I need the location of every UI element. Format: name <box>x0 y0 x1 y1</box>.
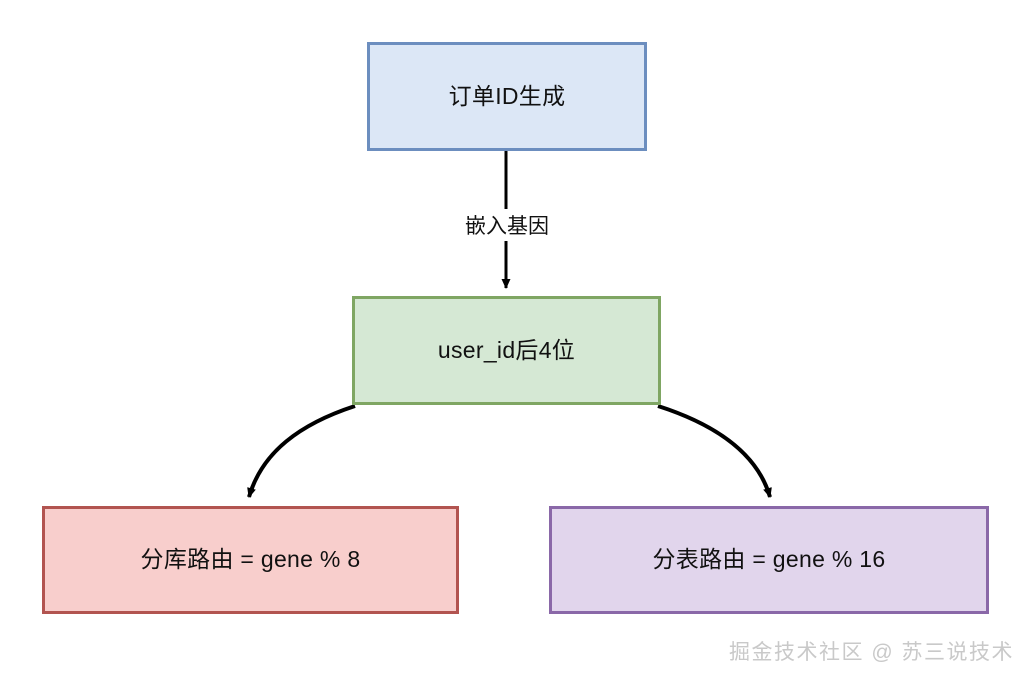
edge-gene-to-table-route <box>657 404 772 498</box>
node-db-route-label: 分库路由 = gene % 8 <box>140 546 361 573</box>
node-table-route[interactable]: 分表路由 = gene % 16 <box>549 506 989 614</box>
edge-label-embed-gene-text: 嵌入基因 <box>465 215 549 238</box>
watermark: 掘金技术社区 @ 苏三说技术 <box>729 641 1014 664</box>
node-gene[interactable]: user_id后4位 <box>352 296 661 405</box>
node-order-id-label: 订单ID生成 <box>448 82 566 109</box>
node-gene-label: user_id后4位 <box>437 336 576 363</box>
node-db-route[interactable]: 分库路由 = gene % 8 <box>42 506 459 614</box>
edge-label-embed-gene: 嵌入基因 <box>452 209 562 241</box>
node-table-route-label: 分表路由 = gene % 16 <box>652 546 886 573</box>
edge-gene-to-db-route <box>247 404 356 498</box>
node-order-id[interactable]: 订单ID生成 <box>367 42 647 151</box>
